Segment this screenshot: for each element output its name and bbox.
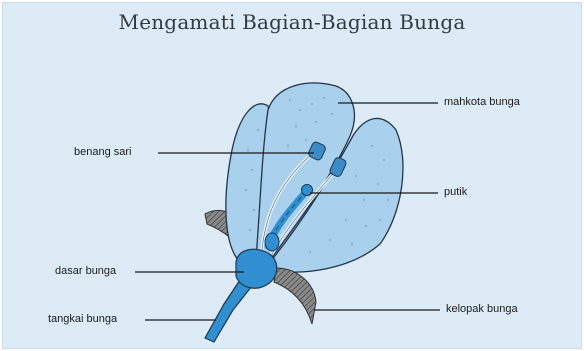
sepal-right bbox=[274, 268, 316, 324]
label-dasar-bunga: dasar bunga bbox=[55, 265, 116, 277]
label-putik: putik bbox=[444, 186, 467, 198]
label-kelopak-bunga: kelopak bunga bbox=[446, 303, 518, 315]
label-mahkota-bunga: mahkota bunga bbox=[444, 96, 520, 108]
pistil-ovary bbox=[265, 233, 279, 251]
label-tangkai-bunga: tangkai bunga bbox=[48, 313, 117, 325]
pistil-stigma bbox=[302, 185, 313, 196]
label-benang-sari: benang sari bbox=[74, 146, 132, 158]
stem bbox=[205, 280, 252, 342]
receptacle bbox=[236, 249, 277, 288]
